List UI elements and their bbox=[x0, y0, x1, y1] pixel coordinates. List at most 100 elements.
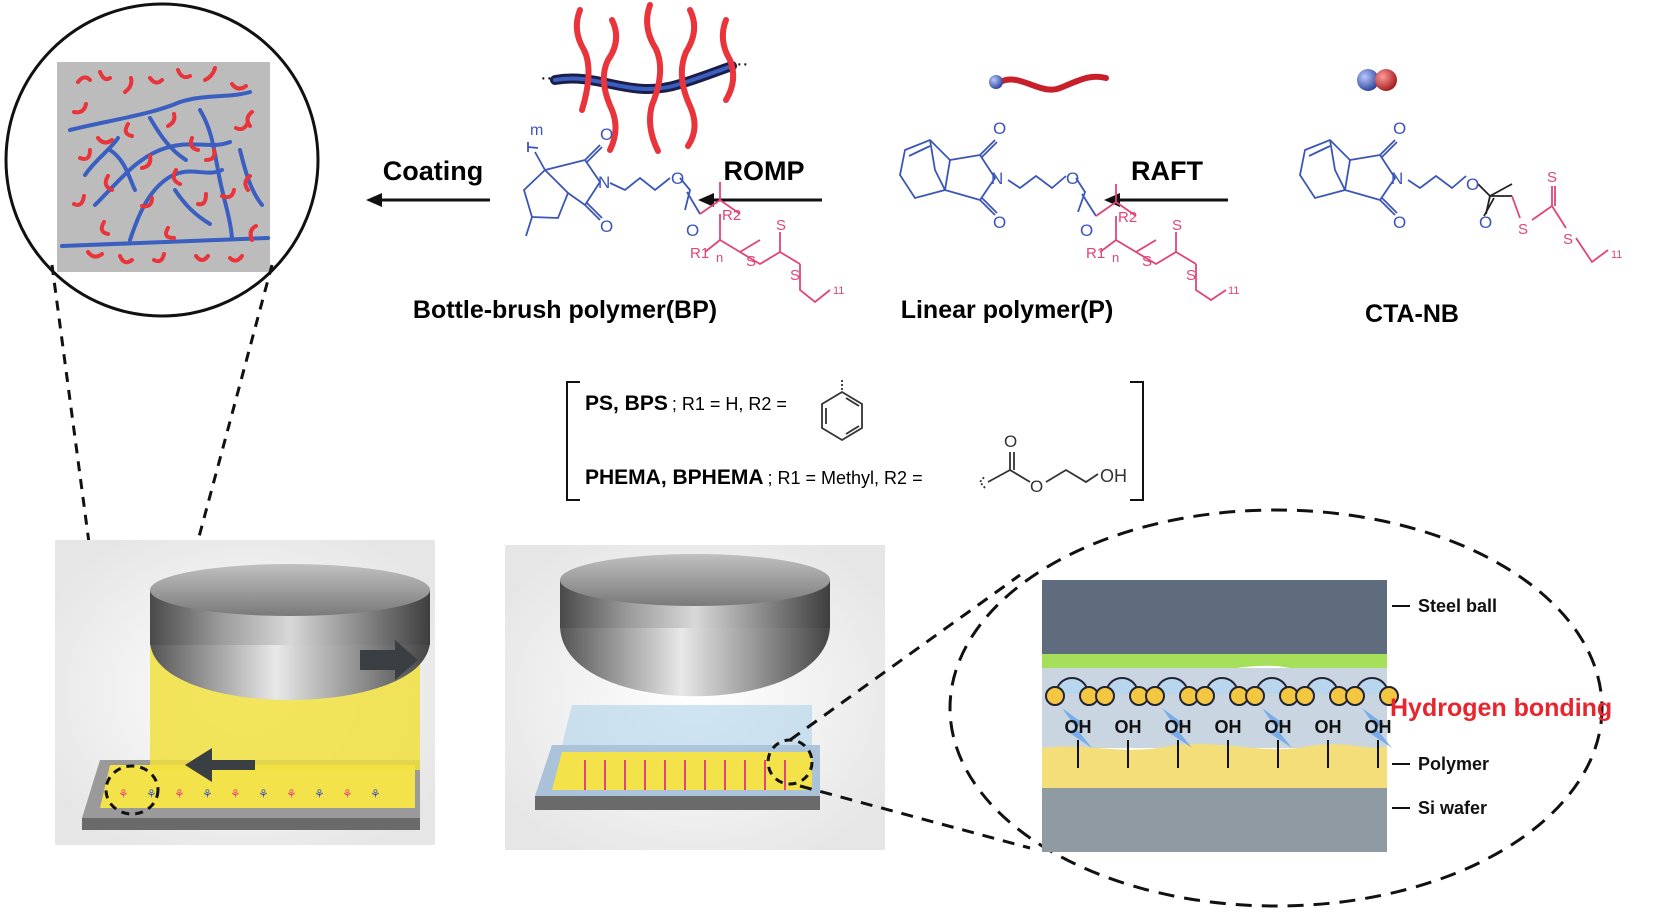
step-coating: Coating bbox=[366, 156, 490, 207]
layer-polymer bbox=[1042, 743, 1387, 788]
svg-text:O: O bbox=[993, 119, 1006, 138]
hb-molecule bbox=[1095, 677, 1149, 706]
legend-oh: OH bbox=[1100, 466, 1127, 486]
hb-molecule bbox=[1345, 677, 1399, 706]
interface-lead-bottom bbox=[799, 784, 1031, 850]
svg-text:n: n bbox=[716, 250, 723, 265]
hb-molecule bbox=[1245, 677, 1299, 706]
svg-text:S: S bbox=[1547, 169, 1557, 186]
structure-bottlebrush: m O O N O O R2 R1 n S S S 11 bbox=[522, 122, 844, 304]
hb-molecule bbox=[1195, 677, 1249, 706]
hb-oh-label: OH bbox=[1265, 717, 1292, 737]
svg-text:n: n bbox=[1112, 250, 1119, 265]
hb-molecule bbox=[1045, 677, 1099, 706]
svg-text:O: O bbox=[1030, 477, 1043, 496]
svg-text:·: · bbox=[736, 53, 743, 75]
step-raft: RAFT bbox=[1104, 156, 1228, 207]
svg-text:⚘: ⚘ bbox=[286, 787, 297, 801]
network-zoom-circle bbox=[4, 2, 320, 739]
tribology-render-left: ⚘⚘ ⚘⚘ ⚘⚘ ⚘⚘ ⚘⚘ bbox=[55, 540, 435, 845]
svg-text:⚘: ⚘ bbox=[230, 787, 241, 801]
svg-text:⚘: ⚘ bbox=[118, 787, 129, 801]
raft-label: RAFT bbox=[1131, 156, 1203, 186]
hb-oh-label: OH bbox=[1115, 717, 1142, 737]
svg-text:O: O bbox=[1393, 213, 1406, 232]
svg-text:S: S bbox=[1186, 267, 1196, 284]
svg-text:O: O bbox=[600, 125, 613, 144]
svg-text:S: S bbox=[1142, 253, 1152, 270]
svg-text:R1: R1 bbox=[690, 245, 709, 262]
svg-text:S: S bbox=[1172, 217, 1182, 234]
svg-text:11: 11 bbox=[1228, 285, 1239, 297]
substituent-legend: PS, BPS; R1 = H, R2 = PHEMA, BPHEMA; R1 … bbox=[566, 380, 1144, 501]
legend-row1: PS, BPS; R1 = H, R2 = bbox=[585, 392, 787, 415]
svg-text:·: · bbox=[742, 53, 749, 75]
svg-text:R2: R2 bbox=[1118, 209, 1137, 226]
svg-text:⚘: ⚘ bbox=[146, 787, 157, 801]
hb-oh-label: OH bbox=[1065, 717, 1092, 737]
motion-arrow-right bbox=[360, 640, 418, 680]
compound-label-p: Linear polymer(P) bbox=[901, 296, 1114, 324]
network-brushes bbox=[72, 66, 258, 265]
hb-oh-label: OH bbox=[1365, 717, 1392, 737]
svg-text:N: N bbox=[598, 173, 610, 192]
svg-text:O: O bbox=[1080, 221, 1093, 240]
svg-text:O: O bbox=[1066, 169, 1079, 188]
coating-label: Coating bbox=[383, 156, 484, 186]
svg-text:⚘: ⚘ bbox=[342, 787, 353, 801]
svg-text:11: 11 bbox=[833, 285, 844, 297]
svg-text:S: S bbox=[776, 217, 786, 234]
hb-oh-label: OH bbox=[1315, 717, 1342, 737]
layer-labels: Steel ball Hydrogen bonding Polymer Si w… bbox=[1390, 596, 1612, 818]
layer-stack bbox=[1042, 580, 1387, 852]
layer-steel-ball bbox=[1042, 580, 1387, 654]
label-steel-ball: Steel ball bbox=[1418, 596, 1497, 616]
contact-zoom-marker-left bbox=[104, 764, 160, 816]
hb-molecules bbox=[1045, 677, 1399, 748]
svg-text:⚘: ⚘ bbox=[258, 787, 269, 801]
svg-text:R2: R2 bbox=[722, 207, 741, 224]
bottlebrush-motif: ·· ·· bbox=[540, 2, 749, 154]
compound-label-cta: CTA-NB bbox=[1365, 300, 1459, 328]
svg-text:N: N bbox=[991, 169, 1003, 188]
hb-molecule bbox=[1295, 677, 1349, 706]
tribology-render-middle bbox=[505, 545, 885, 850]
svg-text:N: N bbox=[1391, 169, 1403, 188]
phenyl-ring bbox=[821, 380, 863, 442]
hb-oh-label: OH bbox=[1215, 717, 1242, 737]
motion-arrow-left bbox=[185, 748, 255, 782]
svg-text:·: · bbox=[546, 67, 553, 89]
hema-group bbox=[978, 452, 1099, 489]
legend-row2: PHEMA, BPHEMA; R1 = Methyl, R2 = bbox=[585, 466, 923, 489]
bp-m: m bbox=[530, 122, 543, 139]
hb-bolt-icon bbox=[1262, 708, 1292, 748]
yellow-film-left bbox=[100, 765, 415, 808]
network-backbone bbox=[60, 90, 270, 248]
linear-motif bbox=[989, 73, 1109, 93]
layer-si-wafer bbox=[1042, 788, 1387, 852]
svg-text:O: O bbox=[1466, 175, 1479, 194]
brush-markers-middle bbox=[584, 760, 786, 790]
svg-text:O: O bbox=[1479, 213, 1492, 232]
svg-text:S: S bbox=[1518, 221, 1528, 238]
hb-bolt-icon bbox=[1362, 708, 1392, 748]
svg-text:O: O bbox=[600, 217, 613, 236]
svg-text:O: O bbox=[1393, 119, 1406, 138]
svg-text:⚘: ⚘ bbox=[202, 787, 213, 801]
layer-lubricant bbox=[1042, 654, 1387, 673]
svg-text:O: O bbox=[686, 221, 699, 240]
hb-bolt-icon bbox=[1162, 708, 1192, 748]
cta-motif bbox=[1357, 69, 1397, 91]
svg-text:R1: R1 bbox=[1086, 245, 1105, 262]
label-si-wafer: Si wafer bbox=[1418, 798, 1487, 818]
svg-text:·: · bbox=[540, 67, 547, 89]
label-hydrogen-bonding: Hydrogen bonding bbox=[1390, 694, 1612, 722]
compound-label-bp: Bottle-brush polymer(BP) bbox=[413, 296, 717, 324]
structure-linear: O O N O O R2 R1 n S S S 11 bbox=[899, 119, 1239, 302]
svg-text:S: S bbox=[790, 267, 800, 284]
svg-text:⚘: ⚘ bbox=[314, 787, 325, 801]
svg-text:O: O bbox=[671, 169, 684, 188]
